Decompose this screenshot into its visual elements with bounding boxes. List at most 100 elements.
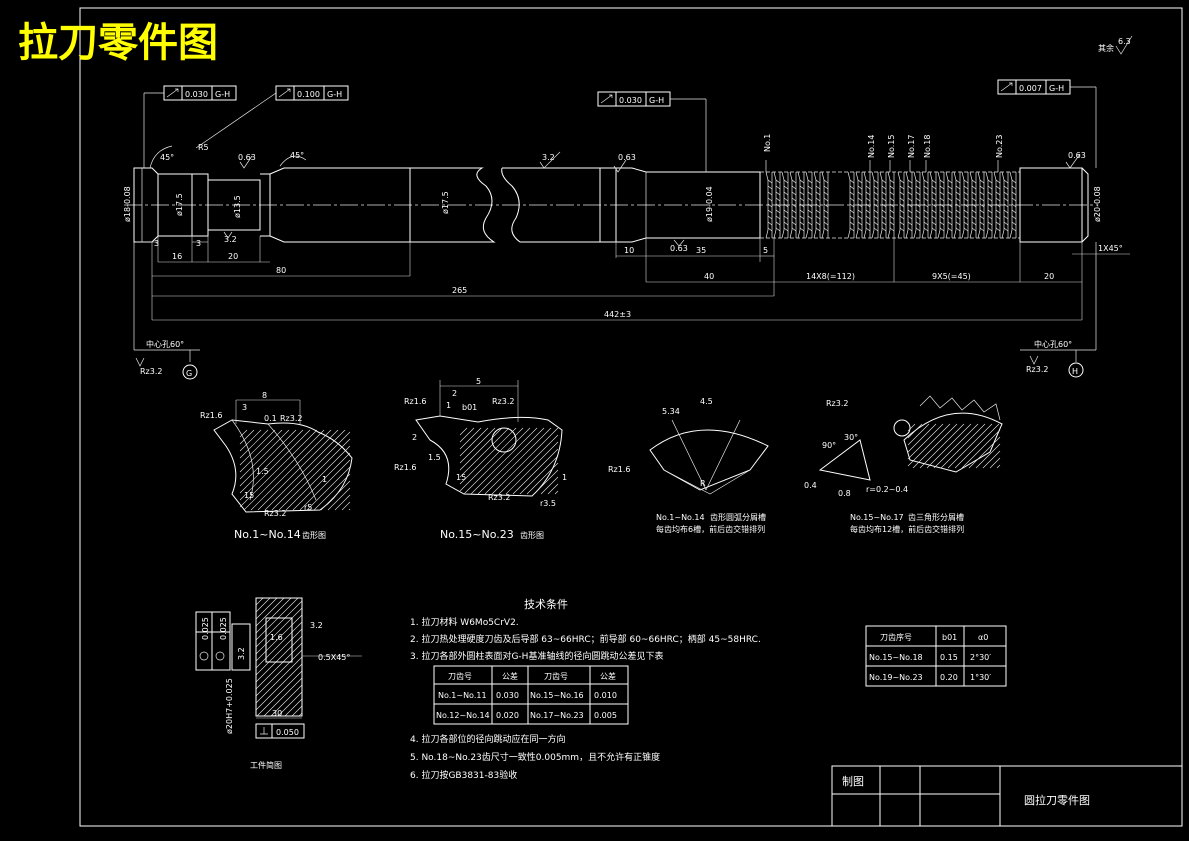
dim-80: 80 bbox=[276, 266, 286, 275]
hatch-line bbox=[255, 597, 299, 641]
hatch-line bbox=[968, 436, 1001, 469]
dia-rear-guide: ø20-0.08 bbox=[1093, 186, 1102, 222]
drawing-name: 圆拉刀零件图 bbox=[1024, 793, 1090, 807]
tooth-serration bbox=[783, 179, 789, 232]
tooth-serration bbox=[915, 179, 921, 232]
angle-45-left: 45° bbox=[160, 153, 174, 162]
hatch-line bbox=[255, 597, 271, 613]
hatch-line bbox=[239, 429, 304, 494]
tooth-serration bbox=[873, 179, 879, 232]
hatch-line bbox=[341, 501, 351, 511]
svg-text:15: 15 bbox=[244, 491, 254, 500]
hatch-line bbox=[459, 427, 517, 485]
radius-r5: R5 bbox=[198, 143, 209, 152]
tooth-label-1: No.1 bbox=[763, 134, 772, 152]
ra-guide-bottom: 0.63 bbox=[670, 244, 688, 253]
svg-text:0.100: 0.100 bbox=[297, 90, 320, 99]
hatch-line bbox=[255, 649, 303, 697]
svg-text:0.005: 0.005 bbox=[594, 711, 617, 720]
hatch-line bbox=[255, 621, 303, 669]
svg-text:Rz3.2: Rz3.2 bbox=[1026, 365, 1048, 374]
svg-text:1.5: 1.5 bbox=[428, 453, 441, 462]
tooth-serration bbox=[979, 179, 985, 232]
hatch-line bbox=[975, 443, 1001, 469]
hatch-line bbox=[947, 423, 993, 469]
hatch-line bbox=[239, 429, 255, 445]
svg-text:Rz3.2: Rz3.2 bbox=[492, 397, 514, 406]
svg-text:G-H: G-H bbox=[215, 90, 230, 99]
hatch-line bbox=[255, 614, 303, 662]
hatch-line bbox=[912, 423, 958, 469]
workpiece-diameter: ø20H7+0.025 bbox=[225, 678, 234, 734]
tooth-serration bbox=[799, 179, 805, 232]
hatch-line bbox=[264, 429, 346, 511]
hatch-line bbox=[459, 427, 482, 450]
svg-text:G-H: G-H bbox=[1049, 84, 1064, 93]
hatch-line bbox=[299, 459, 351, 511]
drawn-label: 制图 bbox=[842, 775, 864, 788]
tooth-label-14: No.14 bbox=[867, 135, 876, 158]
tooth-serration bbox=[987, 179, 993, 232]
detail-3-chip-groove-arc: 5.34 4.5 Rz1.6 R No.1~No.14 齿形圆弧分屑槽 每齿均布… bbox=[608, 397, 769, 534]
tooth-serration bbox=[823, 179, 829, 232]
svg-text:Rz3.2: Rz3.2 bbox=[280, 414, 302, 423]
svg-text:0.010: 0.010 bbox=[594, 691, 617, 700]
svg-text:Rz3.2: Rz3.2 bbox=[140, 367, 162, 376]
hatch-line bbox=[512, 448, 559, 495]
svg-text:齿形圆弧分屑槽: 齿形圆弧分屑槽 bbox=[710, 512, 766, 522]
tooth-serration bbox=[931, 179, 937, 232]
tooth-serration bbox=[907, 179, 913, 232]
svg-text:No.12~No.14: No.12~No.14 bbox=[436, 711, 490, 720]
runout-icon bbox=[600, 94, 613, 104]
tooth-serration bbox=[923, 179, 929, 232]
title-block: 制图 圆拉刀零件图 bbox=[831, 765, 1183, 827]
svg-text:1: 1 bbox=[562, 473, 567, 482]
angle-45-right: 45° bbox=[290, 151, 304, 160]
tooth-serration bbox=[1003, 179, 1009, 232]
svg-text:0.020: 0.020 bbox=[496, 711, 519, 720]
fcf-1: 0.030 G-H bbox=[143, 85, 237, 168]
dim-10: 10 bbox=[624, 246, 634, 255]
hatch-line bbox=[255, 642, 303, 690]
detail-2-caption: No.15~No.23 bbox=[440, 528, 514, 541]
hatch-line bbox=[255, 656, 303, 704]
hatch-line bbox=[907, 423, 951, 467]
hatch-line bbox=[239, 429, 297, 487]
detail-4-chip-groove-tri: Rz3.2 90° 30° 0.4 0.8 r=0.2~0.4 No.15~No… bbox=[804, 395, 1003, 534]
svg-text:公差: 公差 bbox=[600, 671, 616, 681]
dim-35: 35 bbox=[696, 246, 706, 255]
front-pilot bbox=[157, 173, 193, 237]
dim-5: 5 bbox=[763, 246, 768, 255]
neck-groove bbox=[207, 179, 261, 231]
rear-guide bbox=[1019, 167, 1083, 243]
svg-text:G-H: G-H bbox=[649, 96, 664, 105]
svg-text:15: 15 bbox=[456, 473, 466, 482]
hatch-line bbox=[320, 480, 351, 511]
tooth-serration bbox=[767, 179, 773, 232]
hatch-line bbox=[250, 429, 332, 511]
hatch-line bbox=[919, 423, 965, 469]
svg-text:90°: 90° bbox=[822, 441, 836, 450]
hatch-line bbox=[459, 427, 503, 471]
tolerance-table bbox=[433, 665, 629, 725]
hatch-line bbox=[239, 429, 318, 508]
dim-20b: 20 bbox=[1044, 272, 1054, 281]
tooth-serration bbox=[849, 179, 855, 232]
surface-finish-note: 其余 6.3 bbox=[1098, 35, 1133, 55]
ra-neck-bottom: 3.2 bbox=[224, 235, 237, 244]
tooth-serration bbox=[995, 179, 1001, 232]
dim-40: 40 bbox=[704, 272, 714, 281]
svg-text:0.025: 0.025 bbox=[201, 617, 210, 640]
tooth-serration bbox=[791, 179, 797, 232]
hatch-line bbox=[907, 423, 916, 432]
hatch-line bbox=[313, 473, 351, 511]
svg-text:Rz3.2: Rz3.2 bbox=[488, 493, 510, 502]
surface-rest-value: 6.3 bbox=[1118, 37, 1131, 46]
svg-text:5. No.18~No.23齿尺寸一致性0.005mm，且: 5. No.18~No.23齿尺寸一致性0.005mm，且不允许有正锥度 bbox=[410, 751, 660, 763]
hatch-line bbox=[470, 427, 538, 495]
tooth-serration bbox=[947, 179, 953, 232]
svg-text:1: 1 bbox=[322, 475, 327, 484]
hatch-line bbox=[291, 705, 303, 717]
svg-text:1°30′: 1°30′ bbox=[970, 673, 991, 682]
